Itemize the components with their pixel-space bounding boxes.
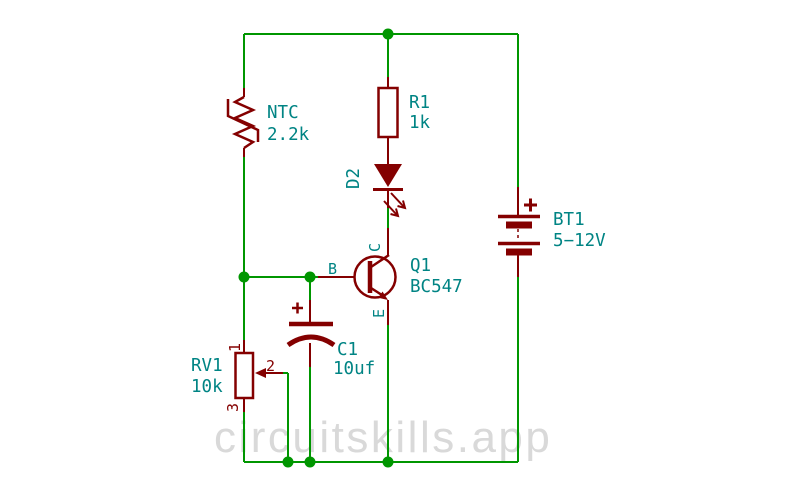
arrow-head — [397, 200, 407, 210]
battery-bt1-symbol: BT1 5−12V — [498, 187, 606, 277]
bt1-ref: BT1 — [553, 210, 585, 230]
junction-dot — [238, 271, 250, 283]
c1-ref: C1 — [337, 340, 358, 360]
capacitor-plus-sign — [292, 302, 303, 314]
d2-ref: D2 — [344, 168, 364, 189]
junction-dot — [304, 271, 316, 283]
led-triangle — [374, 164, 402, 187]
led-d2-symbol: D2 — [344, 164, 407, 218]
arrow-head — [390, 208, 400, 218]
q1-value: BC547 — [410, 277, 463, 297]
rv1-pin-1: 1 — [226, 343, 244, 352]
bt1-value: 5−12V — [553, 231, 606, 251]
potentiometer-body — [234, 351, 255, 400]
ntc-thermistor-symbol: NTC 2.2k — [226, 88, 310, 157]
arrow-shaft — [383, 200, 398, 216]
led-emission-arrows — [383, 192, 407, 218]
q1-pin-e: E — [370, 309, 388, 318]
q1-pin-c: C — [366, 243, 384, 252]
potentiometer-rv1-symbol: 1 2 3 RV1 10k — [191, 340, 283, 412]
c1-value: 10uf — [333, 359, 375, 379]
rv1-ref: RV1 — [191, 356, 223, 376]
q1-pin-b: B — [328, 260, 337, 278]
r1-ref: R1 — [409, 93, 430, 113]
r1-value: 1k — [409, 113, 431, 133]
ntc-ref: NTC — [267, 103, 299, 123]
transistor-circle — [353, 255, 397, 299]
thermistor-slash — [226, 99, 260, 142]
emitter-arrow — [378, 291, 388, 300]
q1-ref: Q1 — [410, 256, 431, 276]
resistor-r1-symbol: R1 1k — [377, 77, 431, 165]
transistor-q1-symbol: B C E Q1 BC547 — [318, 228, 463, 325]
battery-plus-sign — [524, 198, 537, 212]
collector-lead — [370, 253, 390, 269]
arrow-shaft — [390, 192, 405, 208]
wiper-arrow — [255, 368, 266, 378]
capacitor-c1-symbol: C1 10uf — [286, 300, 375, 379]
junction-dot — [282, 456, 294, 468]
rv1-pin-2: 2 — [266, 357, 275, 375]
rv1-pin-3: 3 — [224, 403, 242, 412]
capacitor-curved-plate — [286, 334, 336, 348]
resistor-zigzag — [231, 95, 257, 150]
rv1-value: 10k — [191, 377, 223, 397]
junction-dot — [304, 456, 316, 468]
ntc-value: 2.2k — [267, 125, 310, 145]
junction-dot — [382, 28, 394, 40]
watermark: circuitskills.app — [214, 413, 552, 462]
resistor-body — [377, 86, 399, 139]
junction-dot — [382, 456, 394, 468]
junction-dots — [238, 28, 394, 468]
